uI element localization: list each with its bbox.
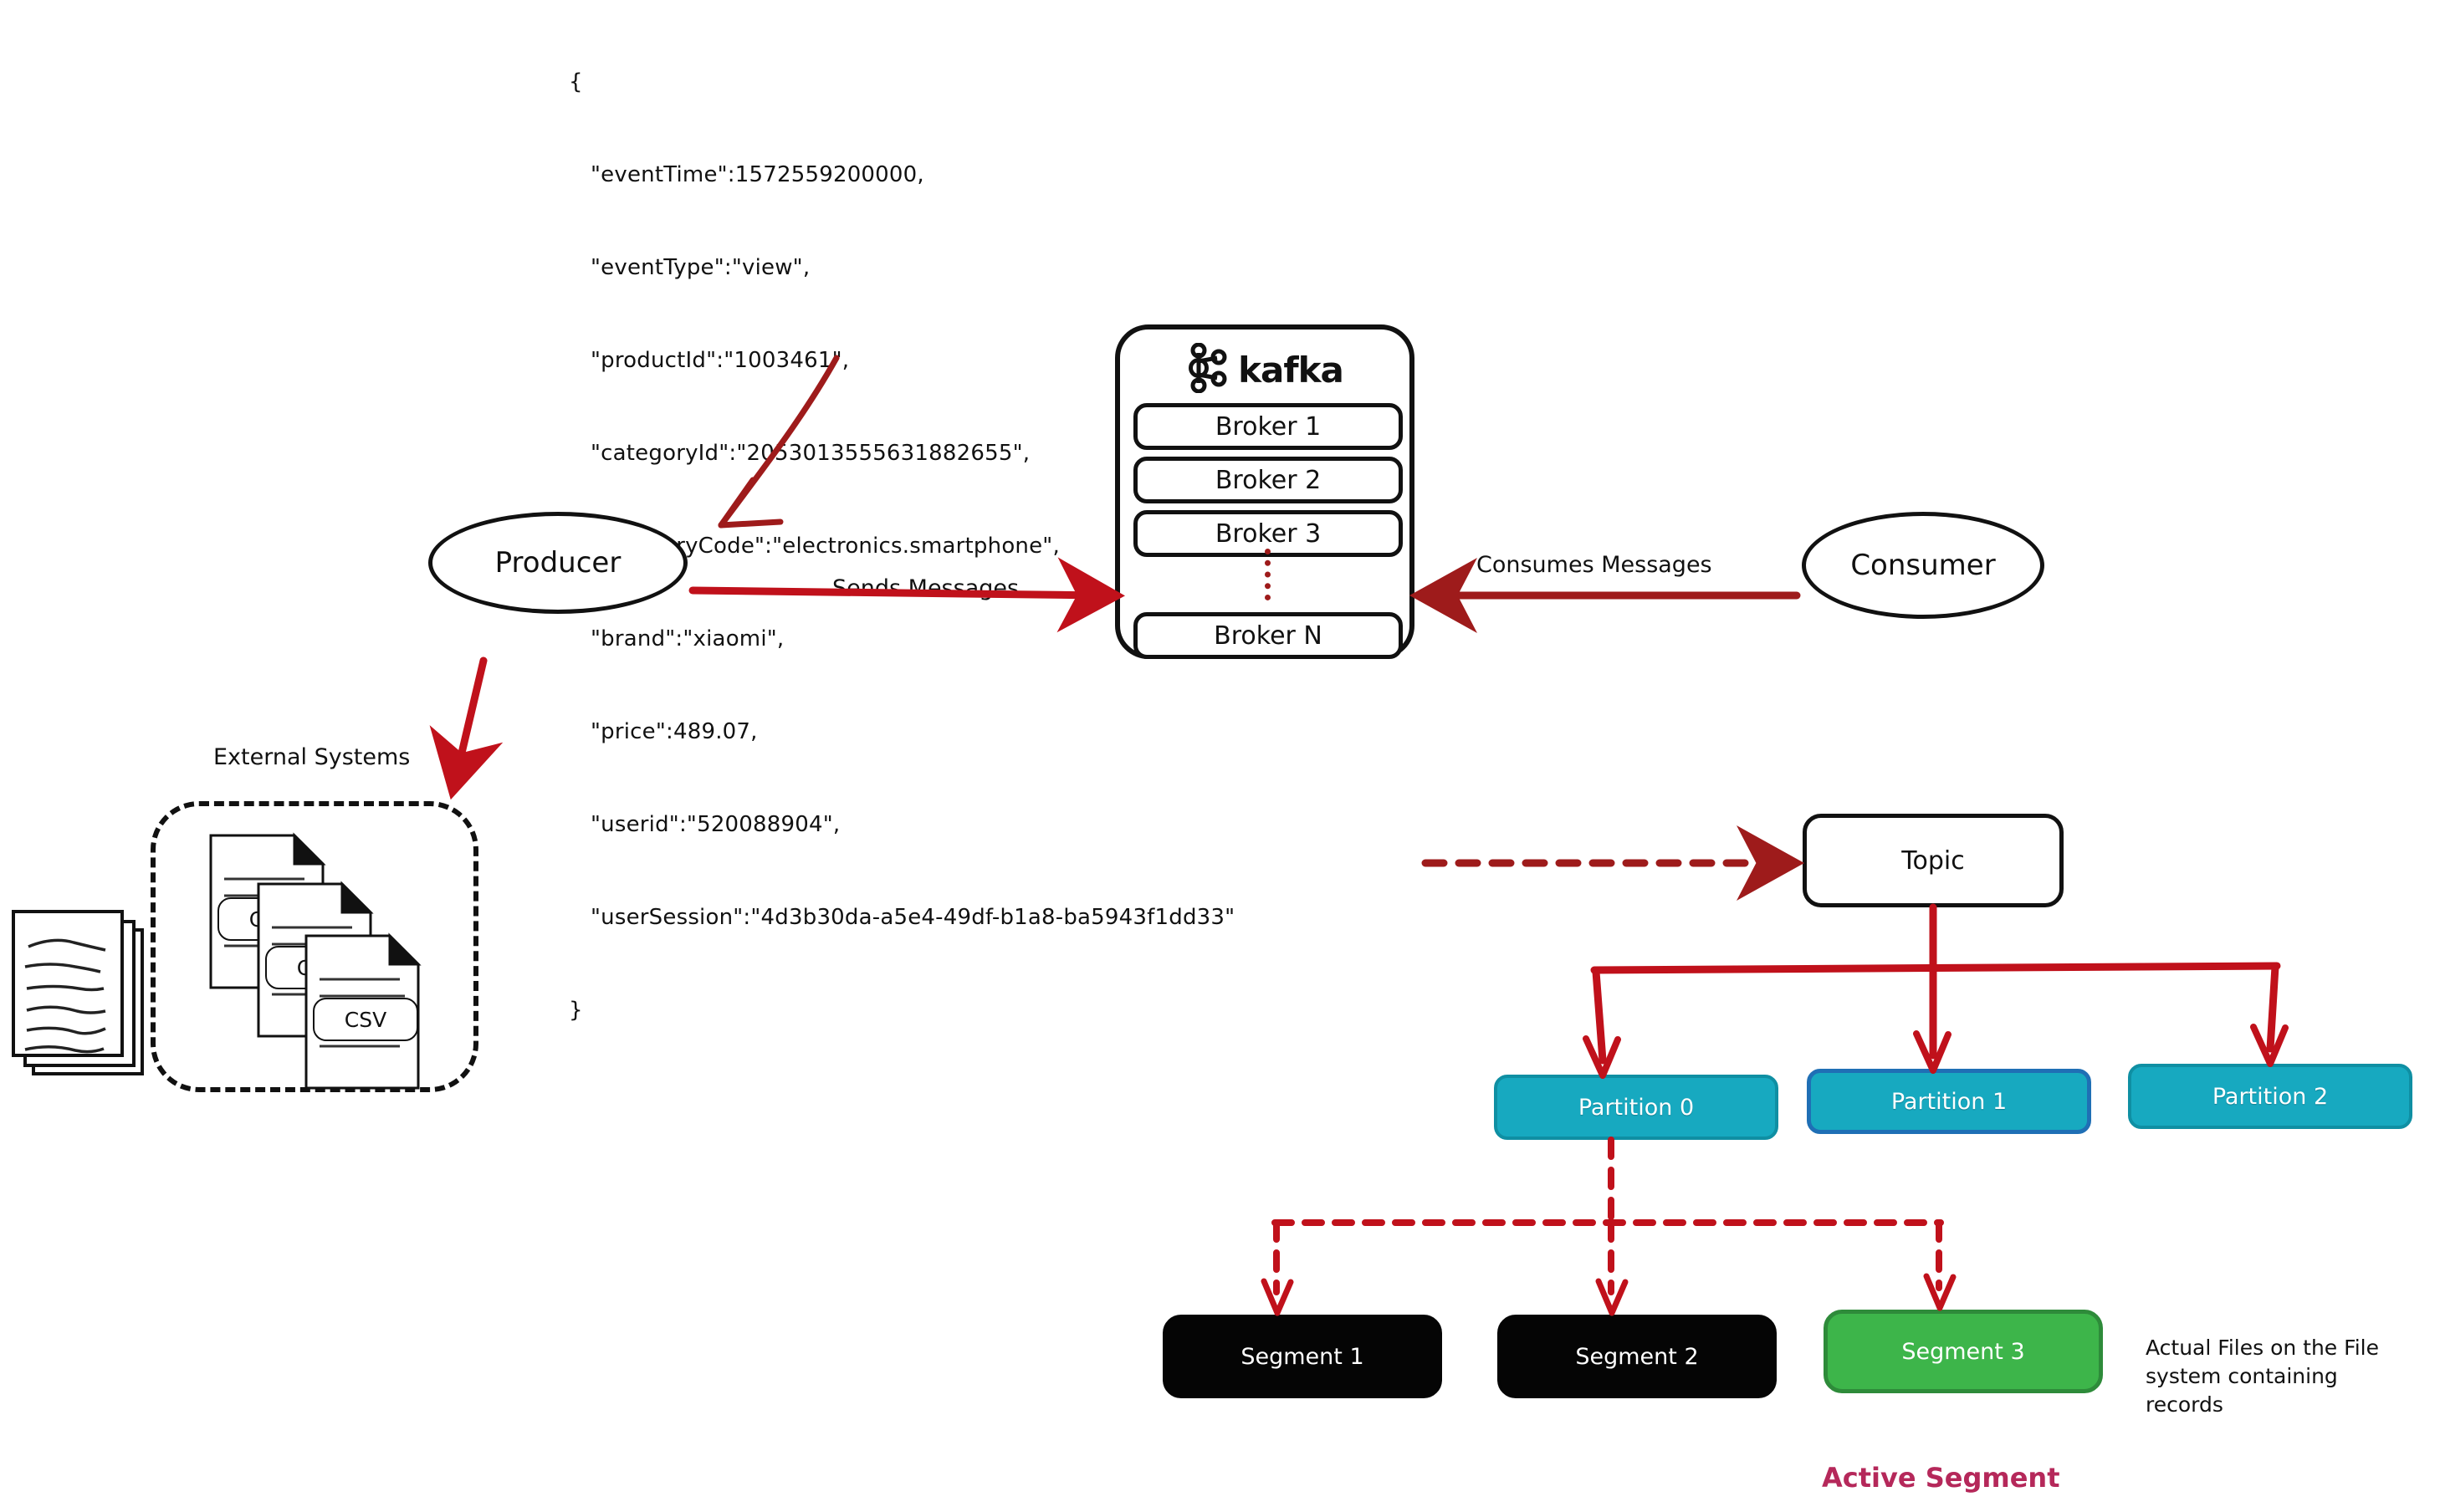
json-line-event-type: "eventType":"view", [591, 255, 811, 280]
broker-label-n: Broker N [1214, 621, 1322, 651]
arrow-producer-to-external-systems [429, 656, 504, 800]
segment-box-2[interactable]: Segment 2 [1497, 1315, 1777, 1398]
consumer-node[interactable]: Consumer [1802, 512, 2044, 619]
broker-box-2[interactable]: Broker 2 [1133, 457, 1403, 503]
kafka-logo-icon [1186, 342, 1230, 396]
kafka-brand: kafka [1120, 342, 1409, 396]
topic-node[interactable]: Topic [1803, 814, 2064, 907]
external-systems-label: External Systems [213, 744, 411, 770]
external-systems-boundary [151, 801, 478, 1092]
csv-badge-label-3: CSV [313, 998, 418, 1041]
partition-box-2[interactable]: Partition 2 [2128, 1064, 2412, 1129]
broker-label-2: Broker 2 [1215, 465, 1322, 495]
kafka-wordmark: kafka [1238, 349, 1344, 391]
edge-label-sends-messages: Sends Messages [832, 575, 1020, 601]
partition-box-0[interactable]: Partition 0 [1494, 1075, 1778, 1140]
active-segment-note: Active Segment [1822, 1462, 2060, 1494]
segment-label-3: Segment 3 [1901, 1338, 2025, 1365]
broker-ellipsis-icon [1265, 549, 1276, 600]
json-open-brace: { [569, 69, 583, 94]
partition-label-0: Partition 0 [1578, 1094, 1695, 1121]
document-stack [7, 895, 157, 1112]
segment-box-1[interactable]: Segment 1 [1163, 1315, 1442, 1398]
json-line-brand: "brand":"xiaomi", [591, 626, 785, 651]
edge-label-consumes-messages: Consumes Messages [1476, 552, 1712, 578]
producer-node[interactable]: Producer [428, 512, 688, 614]
broker-box-1[interactable]: Broker 1 [1133, 403, 1403, 450]
segment-label-1: Segment 1 [1240, 1343, 1364, 1370]
consumer-label: Consumer [1850, 549, 1996, 582]
json-line-event-time: "eventTime":1572559200000, [591, 162, 924, 187]
json-line-user-session: "userSession":"4d3b30da-a5e4-49df-b1a8-b… [591, 905, 1235, 930]
json-line-price: "price":489.07, [591, 719, 758, 744]
partition-label-1: Partition 1 [1890, 1088, 2008, 1115]
topic-label: Topic [1901, 845, 1965, 876]
arrows-partition0-to-segments [1261, 1137, 1957, 1316]
arrows-topic-to-partitions [1583, 903, 2289, 1079]
json-close-brace: } [569, 998, 583, 1023]
kafka-cluster: kafka Broker 1 Broker 2 Broker 3 Broker … [1115, 324, 1414, 659]
broker-label-1: Broker 1 [1215, 411, 1322, 442]
segment-box-3[interactable]: Segment 3 [1824, 1310, 2103, 1393]
segment-label-2: Segment 2 [1575, 1343, 1699, 1370]
actual-files-note: Actual Files on the File system containi… [2146, 1336, 2379, 1417]
partition-label-2: Partition 2 [2212, 1083, 2329, 1110]
broker-box-n[interactable]: Broker N [1133, 612, 1403, 659]
partition-box-1[interactable]: Partition 1 [1807, 1069, 2091, 1134]
producer-label: Producer [494, 546, 622, 580]
broker-label-3: Broker 3 [1215, 518, 1322, 549]
json-line-userid: "userid":"520088904", [591, 812, 841, 837]
csv-file-3[interactable]: CSV [303, 932, 428, 1091]
